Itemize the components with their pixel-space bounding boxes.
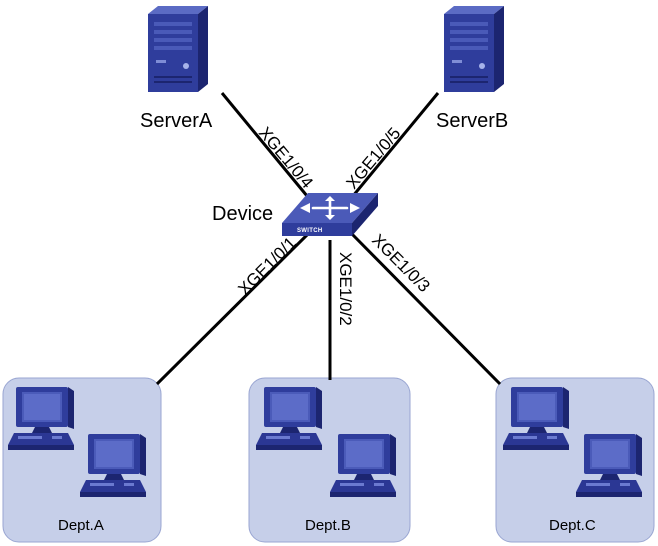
switch-icon: SWITCH: [282, 193, 378, 236]
server-a-icon: [148, 6, 208, 92]
link-dept-a: [155, 230, 312, 386]
dept-a-pc-1-icon: [8, 387, 74, 450]
link-server-a: [220, 92, 314, 203]
server-b-label: ServerB: [436, 110, 508, 132]
dept-b-pc-1-icon: [256, 387, 322, 450]
port-label-dept-b: XGE1/0/2: [336, 252, 355, 326]
dept-c-label: Dept.C: [549, 517, 596, 534]
link-server-b: [346, 92, 440, 203]
dept-b-pc-2-icon: [330, 434, 396, 497]
port-label-dept-c: XGE1/0/3: [368, 230, 434, 296]
server-b-icon: [444, 6, 504, 92]
dept-b-label: Dept.B: [305, 517, 351, 534]
dept-a-label: Dept.A: [58, 517, 104, 534]
link-dept-c: [348, 230, 502, 386]
dept-c-pc-1-icon: [503, 387, 569, 450]
port-label-dept-a: XGE1/0/1: [234, 233, 300, 299]
port-label-server-a: XGE1/0/4: [255, 123, 317, 192]
port-label-server-b: XGE1/0/5: [343, 124, 405, 193]
dept-a-pc-2-icon: [80, 434, 146, 497]
device-label: Device: [212, 203, 273, 225]
server-a-label: ServerA: [140, 110, 213, 132]
switch-badge: SWITCH: [297, 228, 322, 234]
dept-c-pc-2-icon: [576, 434, 642, 497]
